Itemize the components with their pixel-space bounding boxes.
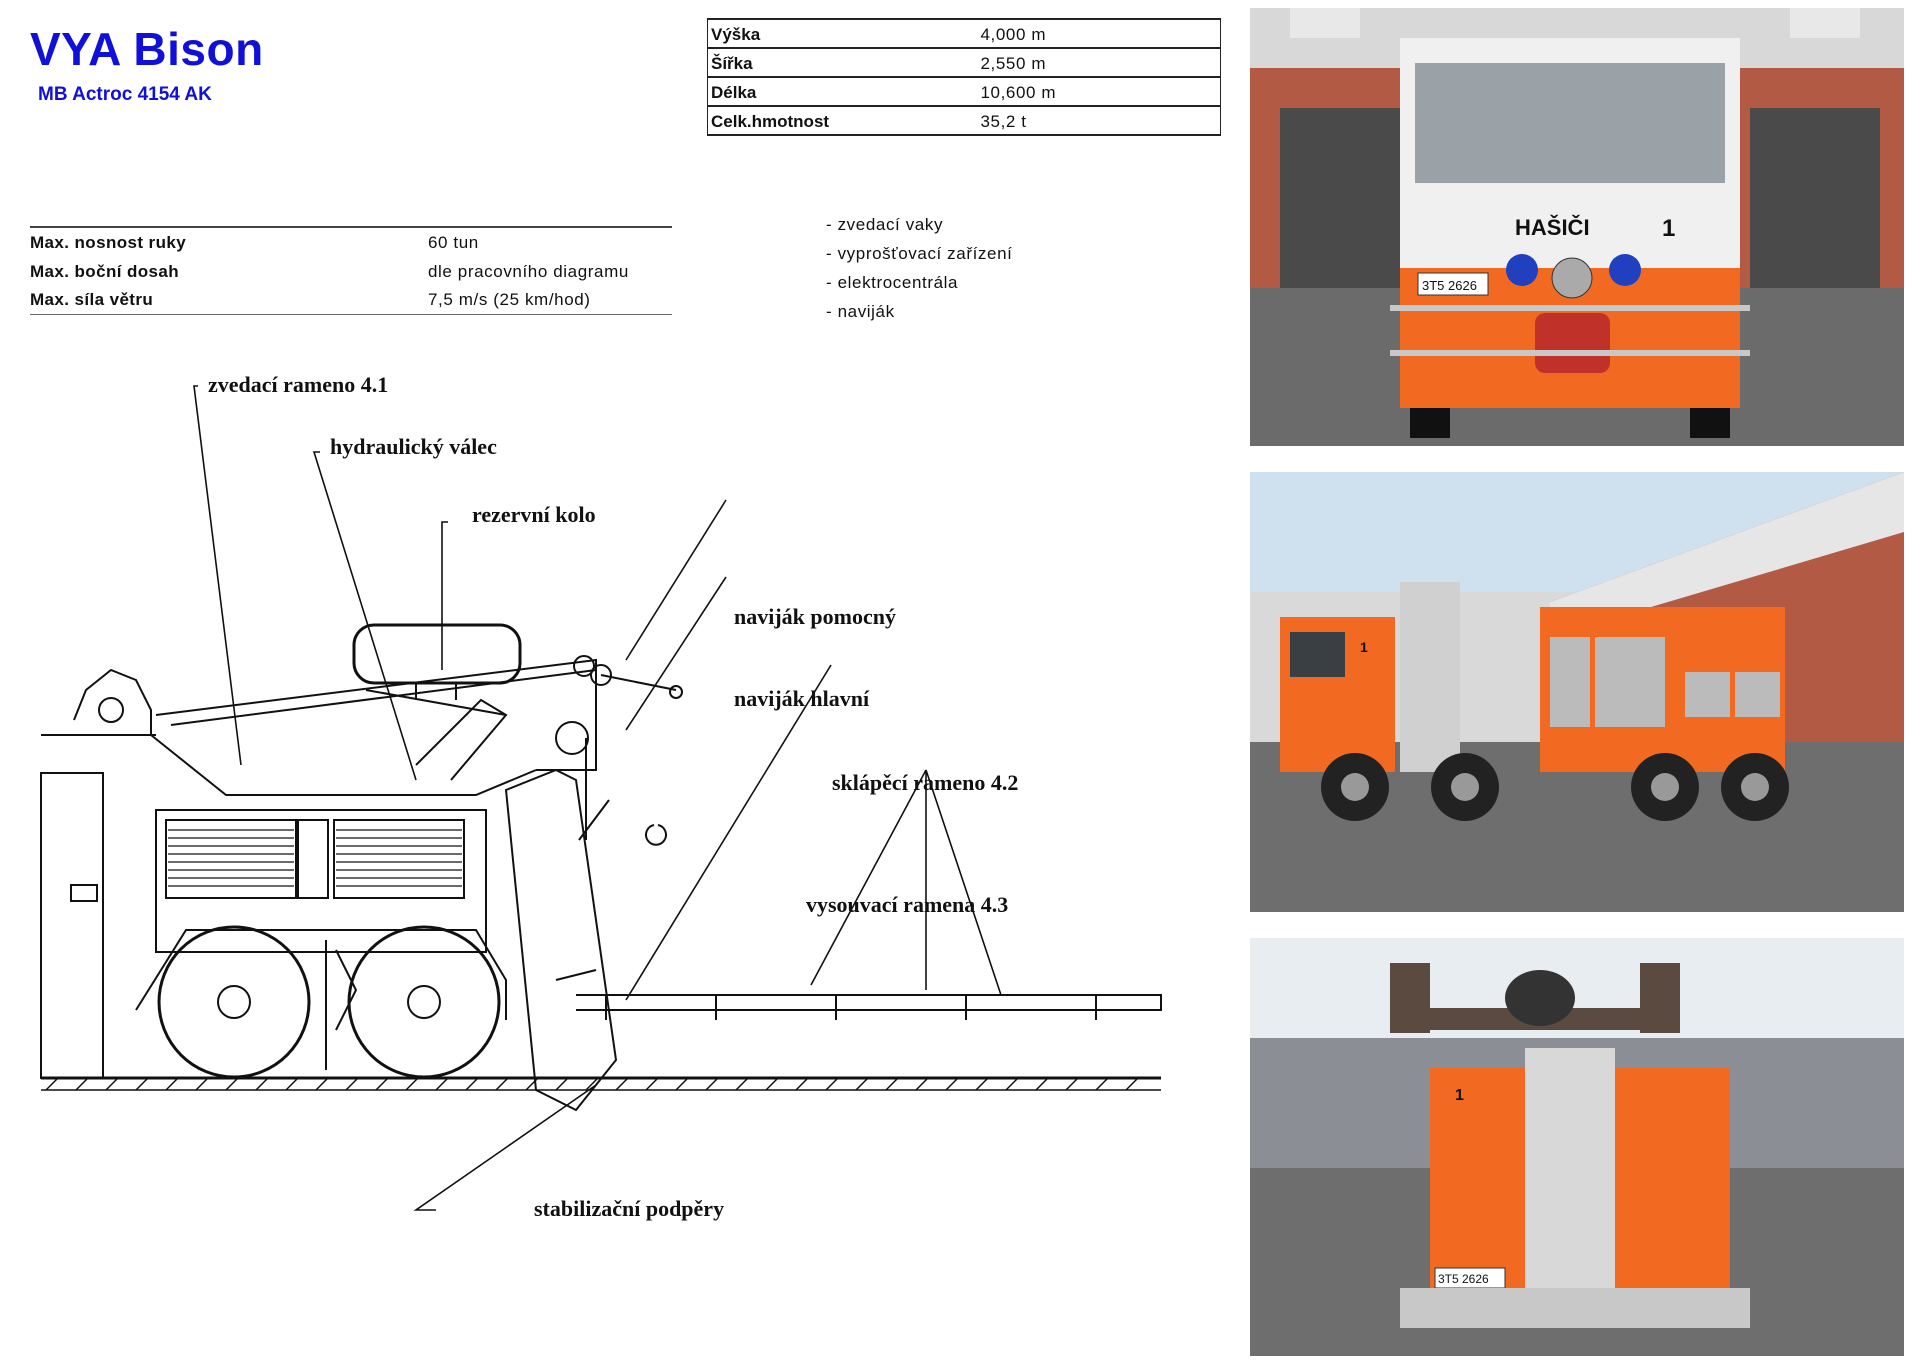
equipment-list: - zvedací vaky - vyprošťovací zařízení -… [826,210,1012,326]
photo-side-view: 1 [1250,472,1904,912]
crane-assembly [73,623,683,1112]
unit-number: 1 [1360,639,1368,655]
capabilities-table: Max. nosnost ruky 60 tun Max. boční dosa… [30,226,672,315]
label-extending-arms: vysouvací ramena 4.3 [806,892,1008,917]
license-plate: 3T5 2626 [1438,1272,1489,1286]
unit-number: 1 [1455,1087,1464,1104]
vehicle-model: MB Actroc 4154 AK [38,84,212,105]
rear-wheels [157,925,501,1079]
label-stabilizers: stabilizační podpěry [534,1196,724,1221]
capability-value: 7,5 m/s (25 km/hod) [428,285,672,315]
technical-diagram: zvedací rameno 4.1 hydraulický válec rez… [40,372,1162,1221]
capability-value: dle pracovního diagramu [428,261,629,281]
label-main-winch: naviják hlavní [734,686,870,711]
label-spare-wheel: rezervní kolo [472,502,596,527]
page-title: VYA Bison [30,23,264,75]
table-row: Šířka 2,550 m [707,47,1221,77]
table-row: Celk.hmotnost 35,2 t [707,105,1221,136]
license-plate: 3T5 2626 [1422,278,1477,293]
capability-label: Max. nosnost ruky [30,226,428,256]
photo-rear-view: 1 3T5 2626 [1250,938,1904,1356]
label-folding-arm: sklápěcí rameno 4.2 [832,770,1018,795]
table-row: Výška 4,000 m [707,18,1221,48]
table-row: Max. nosnost ruky 60 tun [30,226,672,256]
dimensions-table: Výška 4,000 m Šířka 2,550 m Délka 10,600… [707,18,1221,136]
leader-lines [193,385,1002,1211]
label-lifting-arm: zvedací rameno 4.1 [208,372,388,397]
dimension-value: 2,550 m [977,47,1221,77]
capability-label: Max. síla větru [30,285,428,315]
label-aux-winch: naviják pomocný [734,604,896,629]
table-row: Max. síla větru 7,5 m/s (25 km/hod) [30,285,672,315]
capability-value: 60 tun [428,226,672,256]
label-hydraulic-cylinder: hydraulický válec [330,434,497,459]
list-item: - elektrocentrála [826,273,959,292]
dimension-label: Výška [707,18,978,48]
photo-front-view: HAŠIČI 1 3T5 2626 [1250,8,1904,446]
capability-label: Max. boční dosah [30,261,180,281]
dimension-value: 10,600 m [977,76,1221,106]
extending-arms [576,994,1162,1020]
list-item: - naviják [826,302,895,321]
unit-number: 1 [1662,215,1675,242]
truck-body [40,734,507,1079]
cab-text: HAŠIČI [1515,215,1590,240]
table-row: Délka 10,600 m [707,76,1221,106]
list-item: - zvedací vaky [826,215,944,234]
dimension-label: Délka [707,76,978,106]
list-item: - vyprošťovací zařízení [826,244,1013,263]
dimension-label: Celk.hmotnost [707,105,978,136]
dimension-label: Šířka [707,47,978,77]
dimension-value: 35,2 t [977,105,1221,136]
table-row: Max. boční dosah dle pracovního diagramu [30,256,672,285]
dimension-value: 4,000 m [977,18,1221,48]
